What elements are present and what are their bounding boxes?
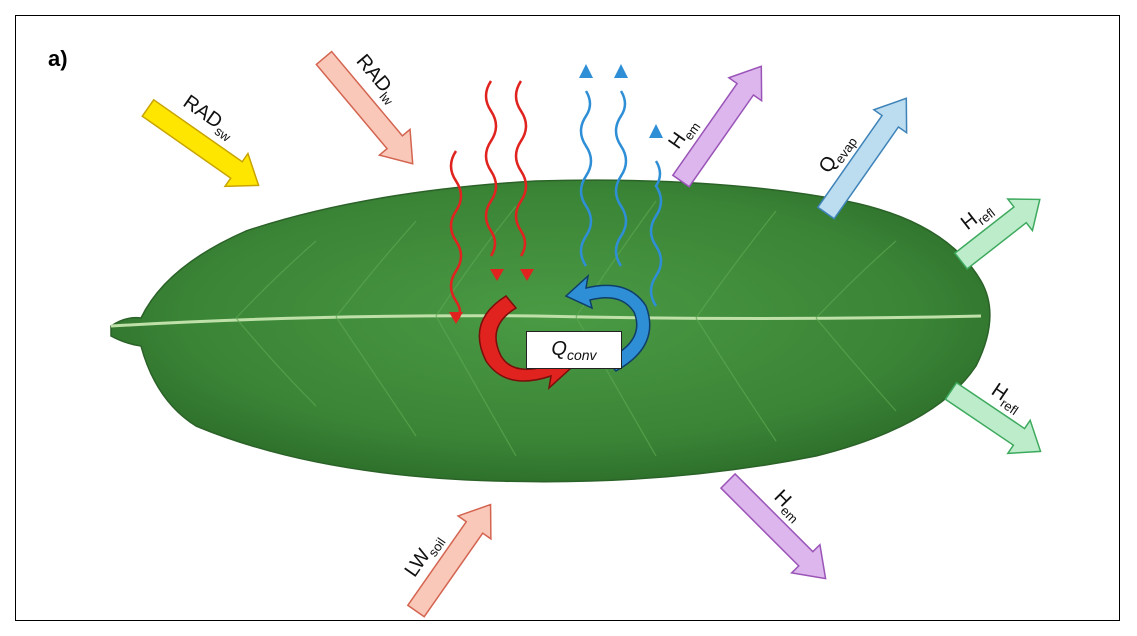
panel-label: a) bbox=[48, 46, 68, 71]
q-conv-label-box: Qconv bbox=[526, 331, 622, 369]
lw-soil-arrow: LWsoil bbox=[386, 483, 507, 622]
figure-frame: a) bbox=[15, 15, 1120, 621]
q-conv-label: Qconv bbox=[551, 338, 596, 363]
rad-lw-arrow: RADlw bbox=[309, 33, 443, 177]
h-em-top-arrow: Hem bbox=[651, 45, 778, 192]
h-em-bottom-arrow: Hem bbox=[714, 455, 852, 593]
rad-sw-arrow: RADsw bbox=[137, 76, 281, 202]
leaf-energy-balance-diagram: a) bbox=[16, 16, 1121, 622]
